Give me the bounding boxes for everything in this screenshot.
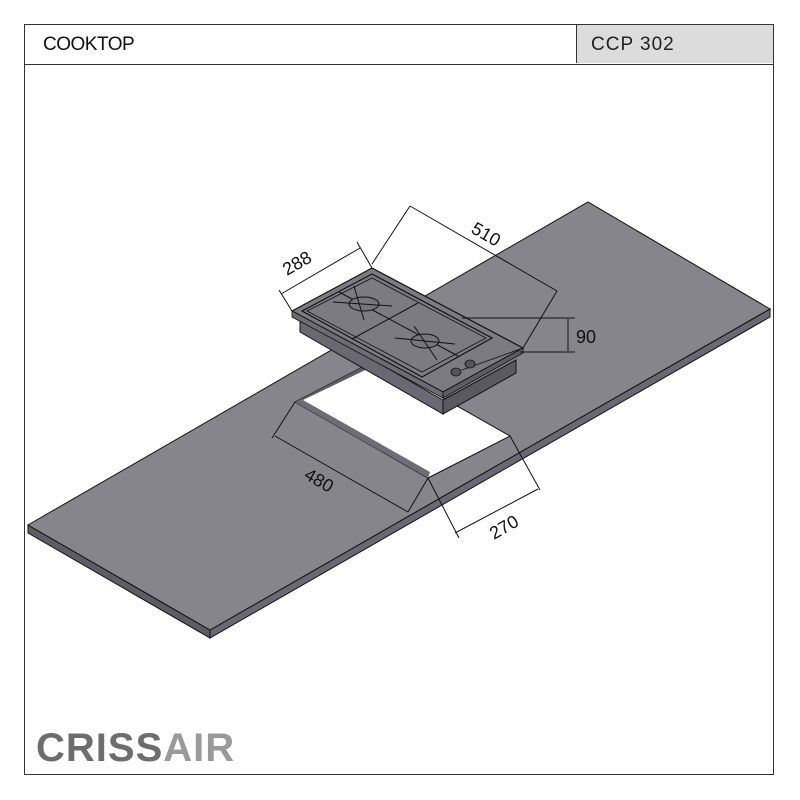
cooktop-appliance	[290, 267, 525, 415]
title-block: COOKTOP CCP 302	[25, 25, 773, 65]
dimension-cutout-width-label: 270	[486, 511, 522, 543]
logo-part-air: AIR	[163, 726, 236, 770]
dimension-width-label: 288	[279, 247, 315, 279]
countertop	[26, 201, 771, 639]
drawing-frame: COOKTOP CCP 302	[24, 24, 774, 775]
cutout-opening	[295, 360, 430, 478]
model-cell: CCP 302	[576, 25, 773, 63]
model-number: CCP 302	[591, 34, 675, 55]
control-knob-icon	[464, 359, 476, 369]
dimension-lines	[271, 205, 575, 539]
dimension-height-label: 90	[576, 327, 596, 347]
logo-part-criss: CRISS	[36, 726, 164, 770]
product-category-title: COOKTOP	[43, 34, 135, 55]
control-knob-icon	[450, 367, 462, 377]
dimension-depth-label: 510	[468, 218, 504, 250]
brand-logo: CRISSAIR	[36, 726, 235, 771]
